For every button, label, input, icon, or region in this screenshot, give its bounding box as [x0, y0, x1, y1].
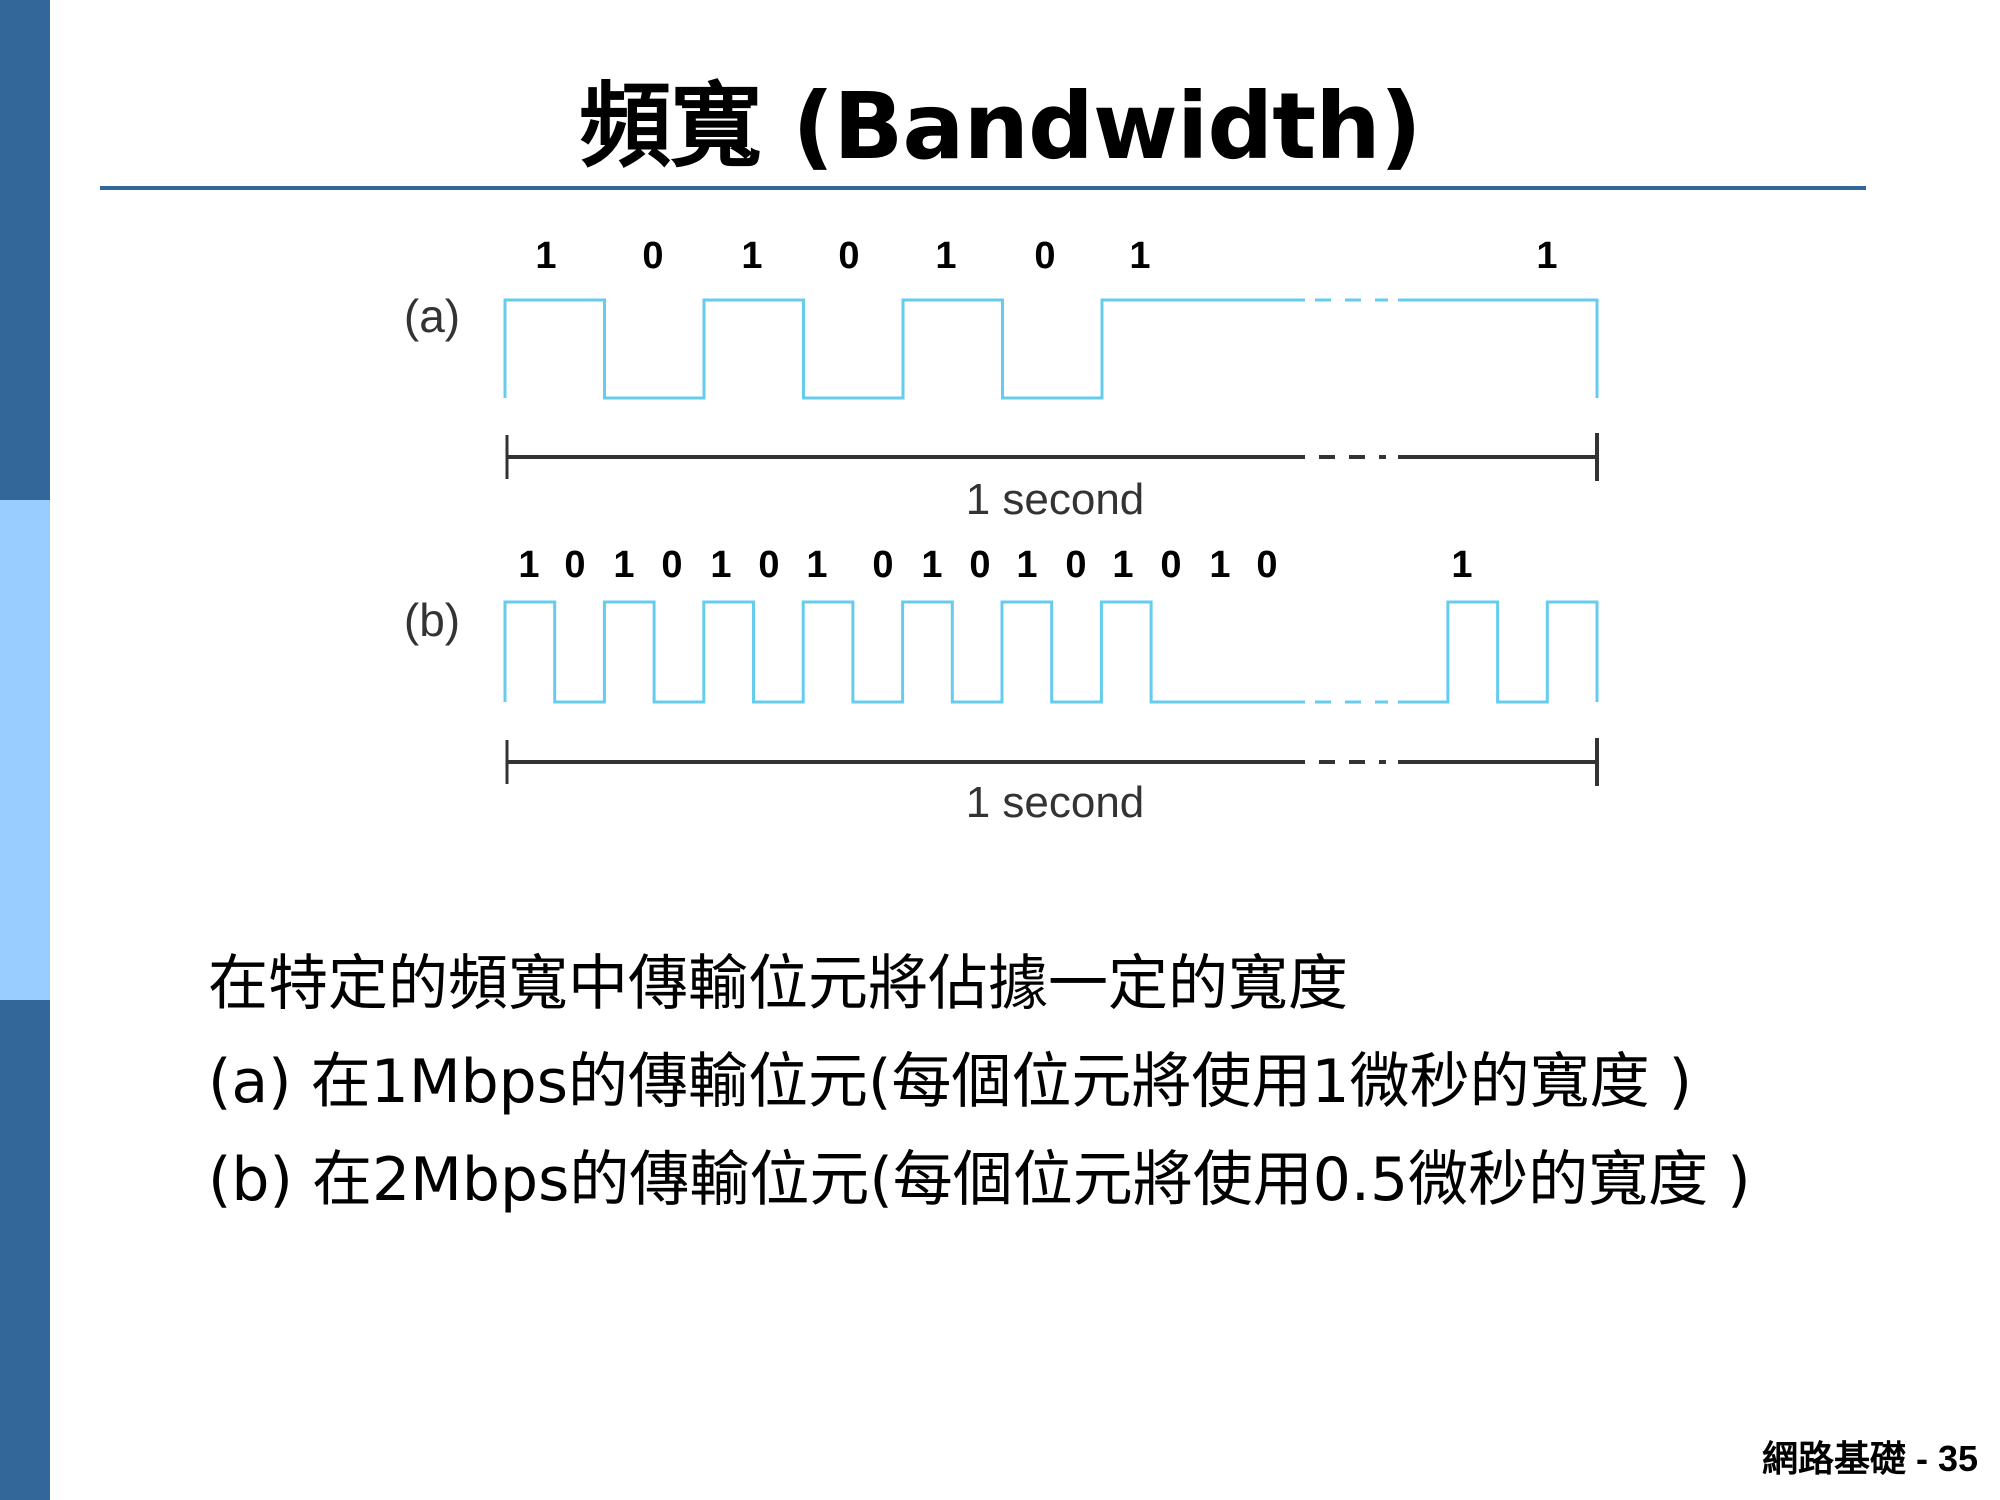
- bit-label: 0: [1160, 544, 1181, 586]
- bit-label: 1: [921, 544, 942, 586]
- sidebar-segment-middle: [0, 500, 50, 1000]
- bit-label: 1: [535, 235, 556, 277]
- bit-label: 1: [1112, 544, 1133, 586]
- sidebar-accent: [0, 0, 50, 1500]
- bit-label: 1: [1016, 544, 1037, 586]
- bit-label: 1: [613, 544, 634, 586]
- bit-label: 1: [935, 235, 956, 277]
- bit-label: 1: [1451, 544, 1472, 586]
- bit-label: 1: [1129, 235, 1150, 277]
- panel-a-waveform: [503, 298, 1599, 400]
- bit-label: 1: [1536, 235, 1557, 277]
- bit-label: 0: [872, 544, 893, 586]
- slide-footer-page-number: 網路基礎 - 35: [1761, 1438, 1978, 1479]
- sidebar-segment-bottom: [0, 1000, 50, 1500]
- signal-trace: [503, 298, 1305, 400]
- panel-b-timeline-label: 1 second: [966, 778, 1145, 827]
- bit-label: 0: [1034, 235, 1055, 277]
- slide-title: 頻寬 (Bandwidth): [579, 73, 1422, 180]
- bit-label: 0: [1065, 544, 1086, 586]
- bit-label: 0: [969, 544, 990, 586]
- panel-a-label: (a): [404, 290, 460, 342]
- signal-trace: [1398, 298, 1599, 398]
- bit-label: 0: [661, 544, 682, 586]
- panel-a-timeline-label: 1 second: [966, 475, 1145, 524]
- bit-label: 0: [564, 544, 585, 586]
- panel-b-label: (b): [404, 594, 460, 646]
- sidebar-segment-top: [0, 0, 50, 500]
- panel-a: (a) 1 0 1 0 1 0 1 1 1 second: [404, 235, 1599, 524]
- bit-label: 1: [518, 544, 539, 586]
- bit-label: 0: [758, 544, 779, 586]
- bit-label: 1: [806, 544, 827, 586]
- title-underline: [100, 186, 1866, 190]
- panel-a-bit-labels: 1 0 1 0 1 0 1 1: [535, 235, 1557, 277]
- bit-label: 1: [710, 544, 731, 586]
- signal-trace: [503, 600, 1305, 704]
- body-line-a: (a) 在1Mbps的傳輸位元(每個位元將使用1微秒的寬度 ): [208, 1047, 1693, 1117]
- panel-b-timeline: [505, 738, 1599, 786]
- slide-body: 在特定的頻寬中傳輸位元將佔據一定的寬度 (a) 在1Mbps的傳輸位元(每個位元…: [208, 935, 1751, 1229]
- bit-label: 0: [1256, 544, 1277, 586]
- bit-label: 0: [642, 235, 663, 277]
- body-line-b: (b) 在2Mbps的傳輸位元(每個位元將使用0.5微秒的寬度 ): [208, 1145, 1751, 1215]
- body-line-summary: 在特定的頻寬中傳輸位元將佔據一定的寬度: [208, 949, 1348, 1019]
- signal-trace: [1398, 600, 1599, 704]
- bit-label: 1: [741, 235, 762, 277]
- bit-label: 1: [1209, 544, 1230, 586]
- panel-a-timeline: [505, 433, 1599, 481]
- panel-b-waveform: [503, 600, 1599, 704]
- bit-label: 0: [838, 235, 859, 277]
